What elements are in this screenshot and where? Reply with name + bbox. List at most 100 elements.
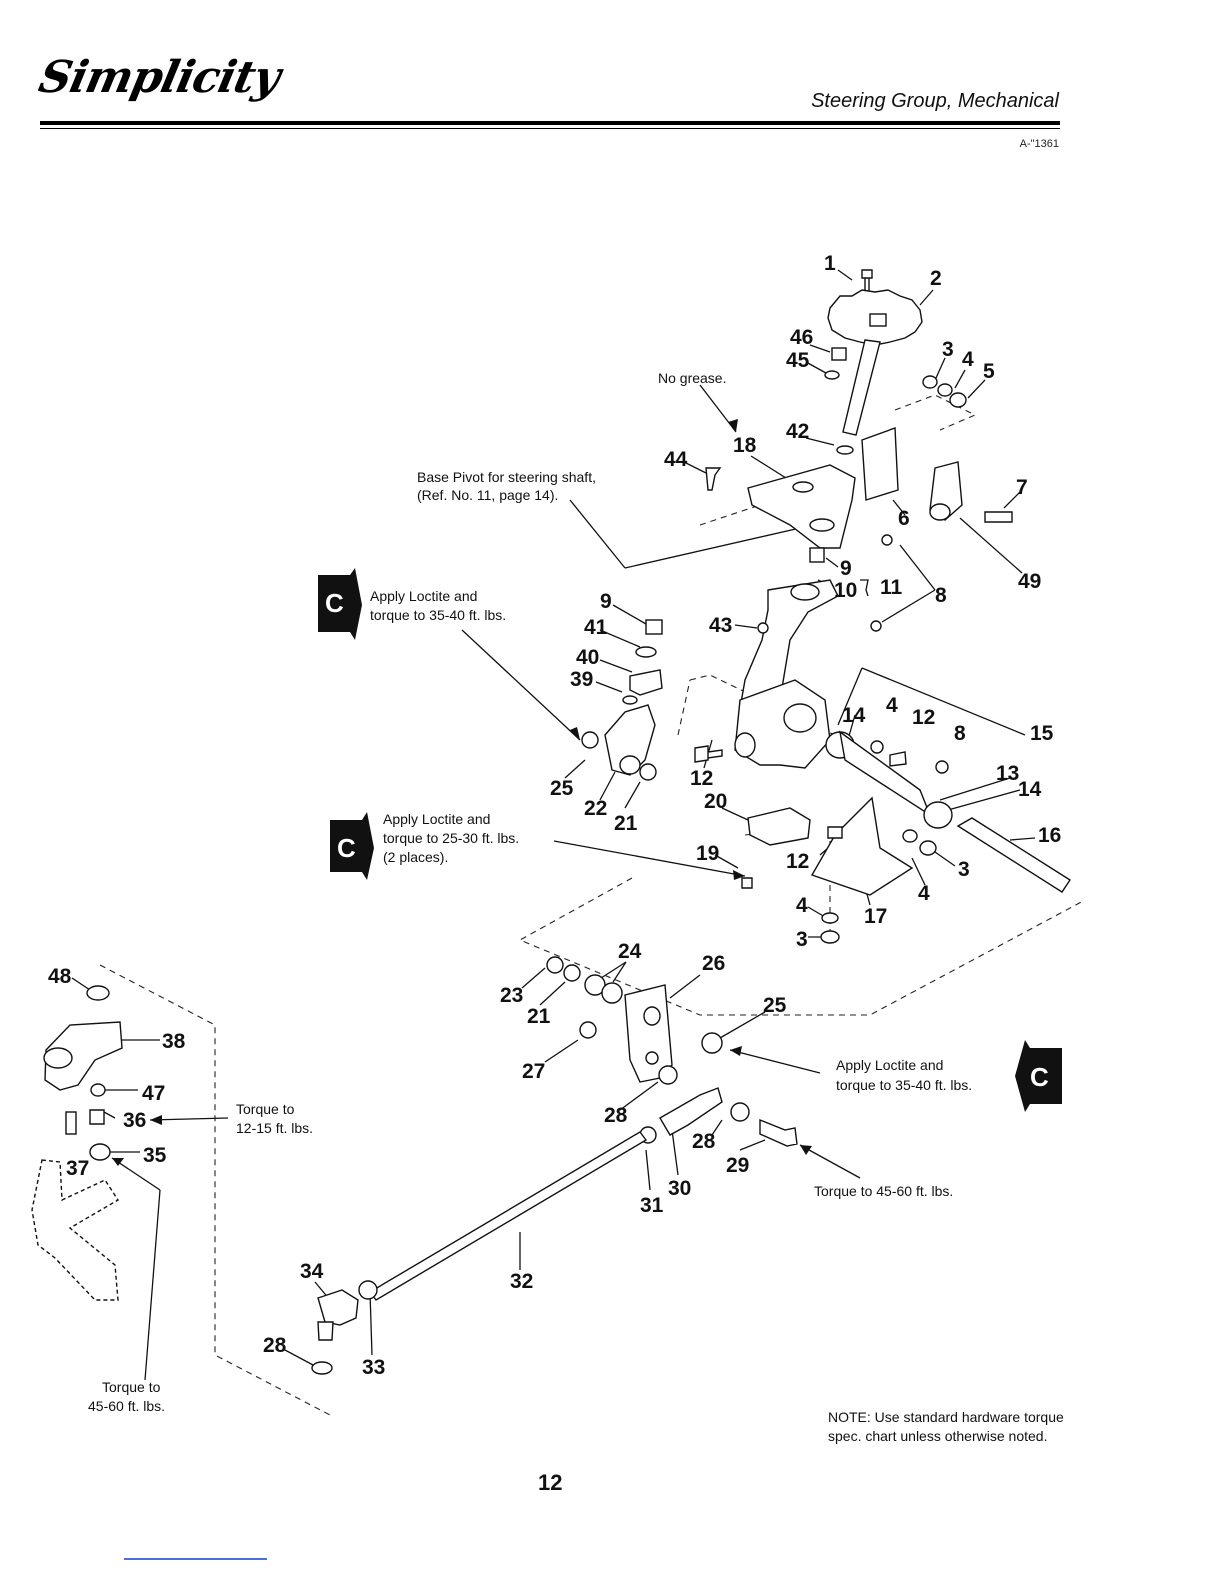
part-label: 1: [824, 252, 836, 275]
part-label: 8: [935, 584, 947, 607]
part-label: 24: [618, 940, 642, 963]
part-label: 16: [1038, 824, 1061, 847]
part-label: 36: [123, 1109, 146, 1132]
part-label: 47: [142, 1082, 165, 1105]
bevel-gear-22: [604, 704, 656, 776]
part-label: 49: [1018, 570, 1041, 593]
part-label: 12: [786, 850, 809, 873]
part-label: 11: [880, 576, 903, 599]
part-label: 29: [726, 1154, 749, 1177]
washer-4-top: [937, 383, 953, 397]
reference-code: A-"1361: [1019, 138, 1059, 150]
part-number-labels: 1 2 46 45 3 4 5 42 18 44 6 7 49 9 10 11 …: [48, 252, 1061, 1379]
decorative-rule: [124, 1558, 267, 1560]
c-marker-letters: C C C: [325, 588, 1049, 1092]
part-label: 9: [840, 557, 852, 580]
shaft-under-sprocket: [842, 339, 881, 436]
part-label: 22: [584, 797, 607, 820]
part-label: 44: [664, 448, 688, 471]
bolt-7: [984, 511, 1013, 523]
torque-spec-note: NOTE: Use standard hardware torque spec.…: [828, 1409, 1064, 1444]
callout-texts: No grease. Base Pivot for steering shaft…: [88, 370, 972, 1414]
part-label: 3: [796, 928, 808, 951]
washer-42: [836, 445, 854, 455]
nut-4-mid: [870, 740, 884, 754]
c-marker-1: [318, 568, 362, 640]
part-label: 15: [1030, 722, 1054, 745]
spindle-outline: [31, 1159, 119, 1301]
torque-29-note: Torque to 45-60 ft. lbs.: [814, 1183, 953, 1199]
drag-link-32: [368, 1131, 648, 1301]
part-label: 33: [362, 1356, 385, 1379]
rod-end-30: [659, 1087, 723, 1136]
part-label: 4: [918, 882, 930, 905]
part-label: 14: [842, 704, 866, 727]
screw-44: [705, 467, 722, 491]
shaft-16: [956, 817, 1071, 893]
page-number: 12: [538, 1470, 563, 1495]
part-label: 12: [912, 706, 935, 729]
part-label: 4: [886, 694, 898, 717]
loctite-note-2b: torque to 25-30 ft. lbs.: [383, 830, 519, 846]
loctite-note-1a: Apply Loctite and: [370, 588, 477, 604]
bushing-14-bottom: [923, 801, 953, 829]
nut-8-upper: [881, 534, 893, 546]
bolt-12-c: [827, 826, 843, 839]
leader-lines: [71, 269, 1036, 1381]
c-marker-2-letter: C: [337, 833, 356, 863]
part-label: 23: [500, 984, 523, 1007]
part-label: 9: [600, 590, 612, 613]
part-label: 2: [930, 267, 942, 290]
part-label: 40: [576, 646, 599, 669]
part-label: 7: [1016, 476, 1028, 499]
part-label: 5: [983, 360, 995, 383]
part-label: 4: [962, 348, 974, 371]
washer-23: [546, 956, 564, 974]
nut-25-top: [581, 731, 599, 749]
bracket-17: [810, 796, 914, 896]
nut-8-right: [935, 760, 949, 774]
part-label: 37: [66, 1157, 89, 1180]
nut-3-c: [919, 840, 937, 856]
part-label: 34: [300, 1260, 324, 1283]
washer-39: [622, 695, 638, 705]
part-label: 4: [796, 894, 808, 917]
part-label: 17: [864, 905, 887, 928]
part-label: 31: [640, 1194, 664, 1217]
part-label: 32: [510, 1270, 533, 1293]
c-markers: [318, 568, 1062, 1112]
no-grease-note: No grease.: [658, 370, 726, 386]
nut-47: [90, 1083, 106, 1097]
tube-13: [839, 730, 932, 817]
nut-8-mid: [870, 620, 882, 632]
part-label: 6: [898, 507, 910, 530]
bushing-9-top: [809, 547, 825, 563]
part-label: 3: [942, 338, 954, 361]
base-pivot-note-1: Base Pivot for steering shaft,: [417, 469, 596, 485]
loctite-note-3a: Apply Loctite and: [836, 1057, 943, 1073]
bolt-12-a: [694, 745, 723, 763]
part-label: 21: [614, 812, 638, 835]
c-marker-2: [330, 812, 374, 880]
screw-19: [741, 877, 753, 889]
washer-45: [824, 370, 840, 380]
part-label: 26: [702, 952, 725, 975]
part-label: 28: [604, 1104, 628, 1127]
loctite-note-3b: torque to 35-40 ft. lbs.: [836, 1077, 972, 1093]
section-title: Steering Group, Mechanical: [811, 90, 1059, 112]
washer-28-b: [730, 1102, 750, 1122]
part-label: 25: [550, 777, 574, 800]
block-20: [747, 807, 811, 846]
part-label: 27: [522, 1060, 545, 1083]
part-label: 25: [763, 994, 787, 1017]
washer-5: [949, 392, 967, 408]
nut-3-d: [820, 930, 840, 944]
part-label: 35: [143, 1144, 167, 1167]
nut-35: [89, 1143, 111, 1161]
part-label: 8: [954, 722, 966, 745]
part-label: 46: [790, 326, 813, 349]
part-label: 41: [584, 616, 608, 639]
torque-35-note-1: Torque to: [102, 1379, 161, 1395]
part-label: 38: [162, 1030, 186, 1053]
